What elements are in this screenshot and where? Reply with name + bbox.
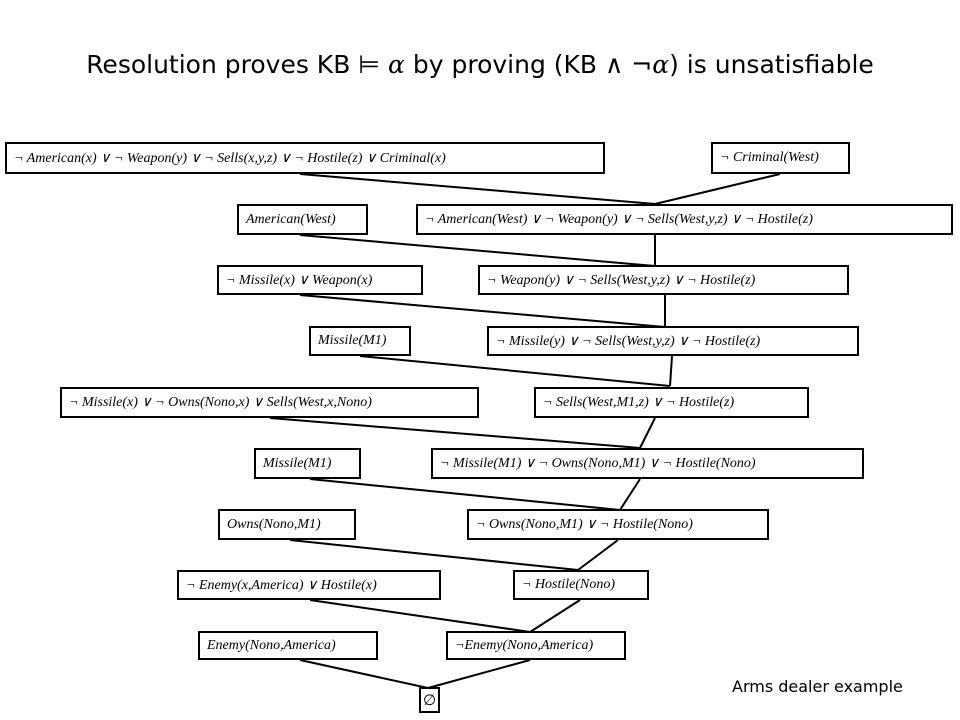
- clause-box: American(West): [237, 204, 368, 235]
- edge: [269, 417, 641, 449]
- title-text-2: by proving (KB ∧ ¬: [404, 50, 653, 79]
- title-text-1: Resolution proves KB ⊨: [86, 50, 389, 79]
- clause-box: ¬ Enemy(x,America) ∨ Hostile(x): [177, 570, 441, 600]
- clause-box: ¬ Missile(y) ∨ ¬ Sells(West,y,z) ∨ ¬ Hos…: [487, 326, 859, 356]
- edge: [619, 478, 641, 511]
- edge: [299, 234, 656, 267]
- clause-box: ¬ Sells(West,M1,z) ∨ ¬ Hostile(z): [534, 387, 809, 418]
- edge: [529, 599, 581, 633]
- edge: [427, 659, 531, 689]
- edge: [639, 417, 656, 449]
- edge: [309, 478, 621, 511]
- clause-box: ¬ Missile(x) ∨ ¬ Owns(Nono,x) ∨ Sells(We…: [60, 387, 479, 418]
- edge: [654, 173, 781, 205]
- alpha-symbol: α: [652, 50, 670, 79]
- page-title: Resolution proves KB ⊨ α by proving (KB …: [0, 50, 960, 79]
- clause-box: ¬ Hostile(Nono): [513, 570, 649, 600]
- clause-box: ¬Enemy(Nono,America): [446, 631, 626, 660]
- edge: [669, 355, 673, 387]
- title-text-3: ) is unsatisfiable: [669, 50, 874, 79]
- clause-box: Enemy(Nono,America): [198, 631, 378, 660]
- clause-box: ¬ Weapon(y) ∨ ¬ Sells(West,y,z) ∨ ¬ Host…: [478, 265, 849, 295]
- clause-box: Missile(M1): [254, 448, 361, 479]
- clause-box: Missile(M1): [309, 326, 411, 356]
- clause-box: ¬ Owns(Nono,M1) ∨ ¬ Hostile(Nono): [467, 509, 769, 540]
- caption: Arms dealer example: [732, 677, 903, 696]
- edge: [309, 599, 531, 633]
- clause-box: Owns(Nono,M1): [218, 509, 356, 540]
- edge: [299, 294, 666, 328]
- alpha-symbol: α: [388, 50, 405, 79]
- clause-box: ¬ American(West) ∨ ¬ Weapon(y) ∨ ¬ Sells…: [416, 204, 953, 235]
- empty-clause-box: ∅: [419, 687, 440, 713]
- edge: [359, 355, 671, 387]
- edge: [299, 173, 656, 205]
- edge: [299, 659, 429, 689]
- clause-box: ¬ American(x) ∨ ¬ Weapon(y) ∨ ¬ Sells(x,…: [5, 142, 605, 174]
- edge: [289, 539, 579, 571]
- clause-box: ¬ Criminal(West): [711, 142, 850, 174]
- edge: [577, 539, 619, 571]
- clause-box: ¬ Missile(M1) ∨ ¬ Owns(Nono,M1) ∨ ¬ Host…: [431, 448, 864, 479]
- clause-box: ¬ Missile(x) ∨ Weapon(x): [217, 265, 423, 295]
